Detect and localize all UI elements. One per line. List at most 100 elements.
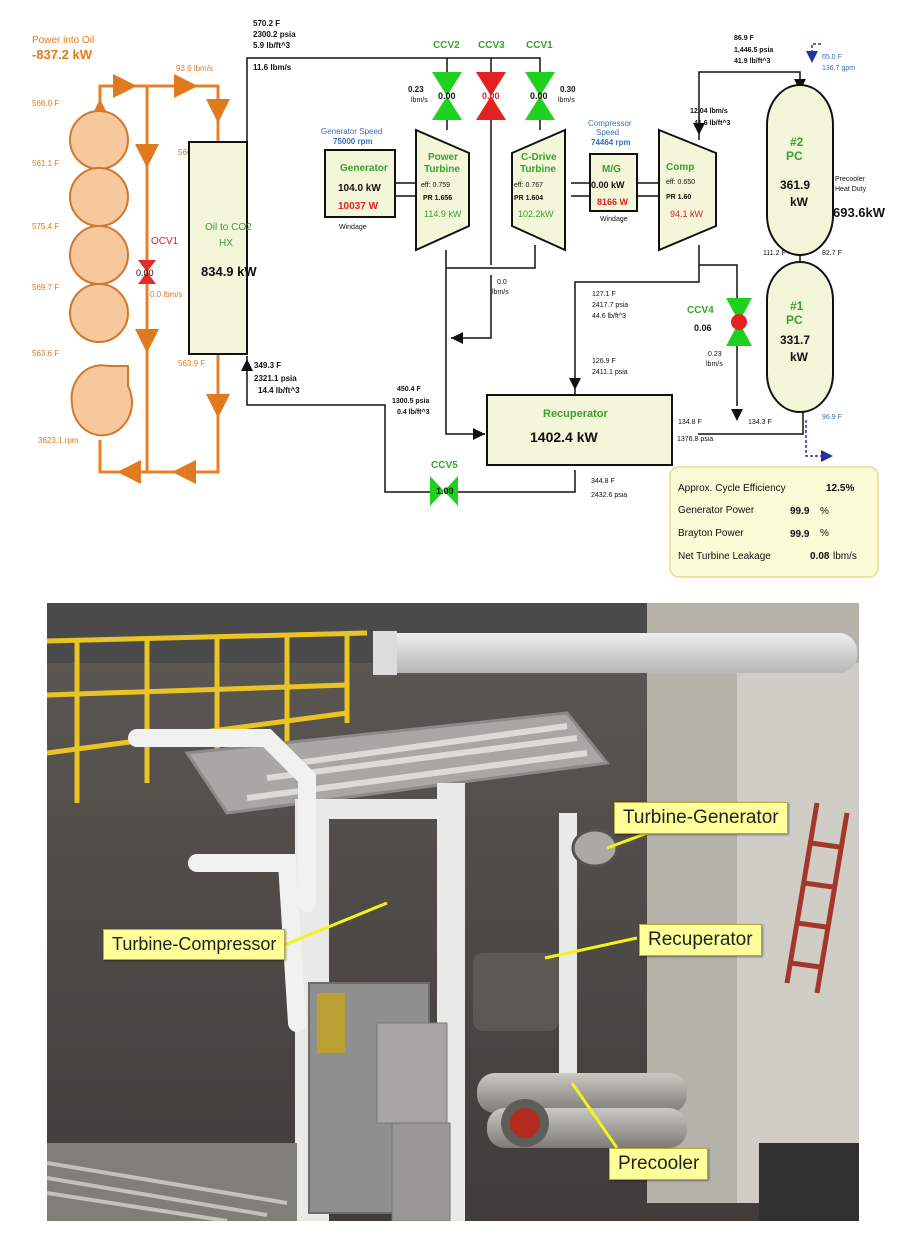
svg-text:2321.1 psia: 2321.1 psia: [254, 374, 297, 383]
svg-text:lbm/s: lbm/s: [411, 97, 428, 104]
mg-windage-caption: Windage: [600, 216, 628, 223]
pc-outlet-readings: 86.9 F 1,446.5 psia 41.9 lb/ft^3: [734, 35, 773, 65]
precooler-duty-label1: Precooler: [835, 176, 866, 183]
hx-outlet-readings: 570.2 F 2300.2 psia 5.9 lb/ft^3 11.6 lbm…: [253, 19, 296, 72]
heater-temp-2: 561.1 F: [32, 159, 59, 168]
svg-text:Power: Power: [428, 152, 458, 163]
recup-low-out-pressure: 1376.8 psia: [677, 436, 713, 443]
recup-out-temp: 344.8 F: [591, 478, 615, 485]
svg-text:Recuperator: Recuperator: [543, 408, 609, 420]
ocv1-valve[interactable]: OCV1 0.00 0.0 lbm/s: [136, 236, 182, 299]
ccv4-valve[interactable]: CCV4 0.06 0.23 lbm/s: [687, 298, 752, 368]
svg-text:0.23: 0.23: [708, 351, 722, 358]
svg-text:44.6 lb/ft^3: 44.6 lb/ft^3: [592, 313, 626, 320]
compressor-speed-label1: Compressor: [588, 119, 632, 128]
svg-text:PC: PC: [786, 313, 803, 327]
oil-loop-arrows: [88, 74, 230, 484]
co2-arrows: [241, 79, 806, 440]
ccv3-valve[interactable]: CCV3 0.00: [476, 40, 506, 120]
svg-text:1300.5 psia: 1300.5 psia: [392, 398, 429, 405]
compressor[interactable]: Comp eff: 0.650 PR 1.60 94.1 kW: [658, 128, 717, 252]
heater-temp-3: 575.4 F: [32, 222, 59, 231]
svg-text:41.9 lb/ft^3: 41.9 lb/ft^3: [734, 57, 770, 65]
precooler-2[interactable]: #2 PC 361.9 kW: [766, 84, 834, 256]
svg-text:CCV5: CCV5: [431, 460, 458, 471]
summary-efficiency-label: Approx. Cycle Efficiency: [678, 483, 786, 494]
recup-out-pressure: 2432.6 psia: [591, 492, 627, 499]
heater-2: [69, 167, 129, 227]
summary-leakage-unit: lbm/s: [833, 551, 857, 562]
leak-flow: 0.0 lbm/s: [492, 279, 509, 296]
svg-text:lbm/s: lbm/s: [558, 97, 575, 104]
precooler-1[interactable]: #1 PC 331.7 kW: [766, 261, 834, 413]
svg-text:2417.7 psia: 2417.7 psia: [592, 302, 628, 309]
svg-text:eff: 0.759: eff: 0.759: [421, 182, 450, 189]
ccv2-valve[interactable]: CCV2 0.00 0.23 lbm/s: [408, 40, 462, 120]
svg-text:0.00 kW: 0.00 kW: [591, 180, 625, 190]
svg-text:Turbine: Turbine: [520, 164, 556, 175]
svg-text:94.1 kW: 94.1 kW: [670, 209, 704, 219]
comp-inlet-flow: 12.04 lbm/s: [690, 108, 728, 115]
svg-text:0.00: 0.00: [530, 91, 548, 101]
facility-photo: Turbine-Generator Turbine-Compressor Rec…: [47, 603, 859, 1221]
svg-text:lbm/s: lbm/s: [706, 361, 723, 368]
svg-text:eff: 0.650: eff: 0.650: [666, 179, 695, 186]
svg-text:86.9 F: 86.9 F: [734, 35, 755, 42]
svg-text:#2: #2: [790, 135, 804, 149]
power-turbine[interactable]: Power Turbine eff: 0.759 PR 1.656 114.9 …: [415, 128, 470, 252]
summary-efficiency-value: 12.5%: [826, 483, 854, 494]
svg-text:1,446.5 psia: 1,446.5 psia: [734, 47, 773, 54]
svg-text:361.9: 361.9: [780, 178, 810, 192]
svg-text:1402.4 kW: 1402.4 kW: [530, 429, 598, 445]
oil-to-co2-hx[interactable]: Oil to CO2 HX 834.9 kW: [188, 141, 257, 355]
svg-text:1.00: 1.00: [436, 486, 454, 496]
svg-text:450.4 F: 450.4 F: [397, 386, 421, 393]
mg-box[interactable]: M/G 0.00 kW 8166 W: [589, 153, 638, 212]
heater-4: [69, 283, 129, 343]
svg-text:0.00: 0.00: [482, 91, 500, 101]
oil-hx-title-2: HX: [219, 238, 233, 249]
svg-text:14.4 lb/ft^3: 14.4 lb/ft^3: [258, 386, 300, 395]
power-into-oil-value: -837.2 kW: [32, 47, 93, 62]
svg-text:96.9 F: 96.9 F: [822, 414, 842, 421]
oil-hx-power: 834.9 kW: [201, 264, 257, 279]
svg-text:PR 1.656: PR 1.656: [423, 195, 452, 202]
svg-text:kW: kW: [790, 195, 809, 209]
svg-text:0.4 lb/ft^3: 0.4 lb/ft^3: [397, 408, 430, 416]
heater-temp-1: 566.0 F: [32, 99, 59, 108]
pc-between-left: 111.2 F: [763, 250, 786, 257]
oil-inlet-flow: 93.6 lbm/s: [176, 64, 213, 73]
svg-text:2411.1 psia: 2411.1 psia: [592, 369, 628, 376]
svg-text:5.9 lb/ft^3: 5.9 lb/ft^3: [253, 41, 291, 50]
svg-text:0.30: 0.30: [560, 85, 576, 94]
ccv5-valve[interactable]: CCV5 1.00: [430, 460, 458, 506]
summary-generator-unit: %: [820, 506, 829, 517]
c-drive-turbine[interactable]: C-Drive Turbine eff: 0.767 PR 1.604 102.…: [511, 128, 566, 252]
hx-oil-out-temp: 563.9 F: [178, 359, 205, 368]
process-diagram: Power into Oil -837.2 kW 93.6 lbm/s 566.…: [32, 19, 886, 578]
label-turbine-compressor: Turbine-Compressor: [103, 929, 286, 960]
summary-leakage-label: Net Turbine Leakage: [678, 551, 771, 562]
facility-photo-art: [47, 603, 859, 1221]
co2-pipes: [246, 57, 804, 493]
svg-text:0.06: 0.06: [694, 323, 712, 333]
heater-1: [69, 110, 129, 170]
svg-text:Generator: Generator: [340, 163, 388, 174]
svg-text:65.0 F: 65.0 F: [822, 54, 842, 61]
oil-heaters: [69, 110, 133, 437]
summary-panel: Approx. Cycle Efficiency 12.5% Generator…: [669, 466, 879, 578]
power-into-oil-label: Power into Oil: [32, 35, 94, 46]
svg-text:#1: #1: [790, 299, 804, 313]
svg-text:CCV2: CCV2: [433, 40, 460, 51]
svg-text:kW: kW: [790, 350, 809, 364]
generator-box[interactable]: Generator 104.0 kW 10037 W: [324, 149, 396, 218]
water-in: 65.0 F 136.7 gpm: [806, 43, 855, 72]
ccv1-valve[interactable]: CCV1 0.00 0.30 lbm/s: [525, 40, 576, 120]
summary-brayton-value: 99.9: [790, 529, 810, 540]
recuperator-box[interactable]: Recuperator 1402.4 kW: [486, 394, 673, 466]
svg-text:0.0: 0.0: [497, 279, 507, 286]
ocv1-flow: 0.0 lbm/s: [150, 290, 182, 299]
svg-text:C-Drive: C-Drive: [521, 152, 557, 163]
ocv1-label: OCV1: [151, 236, 179, 247]
precooler-duty-value: 693.6kW: [833, 205, 886, 220]
